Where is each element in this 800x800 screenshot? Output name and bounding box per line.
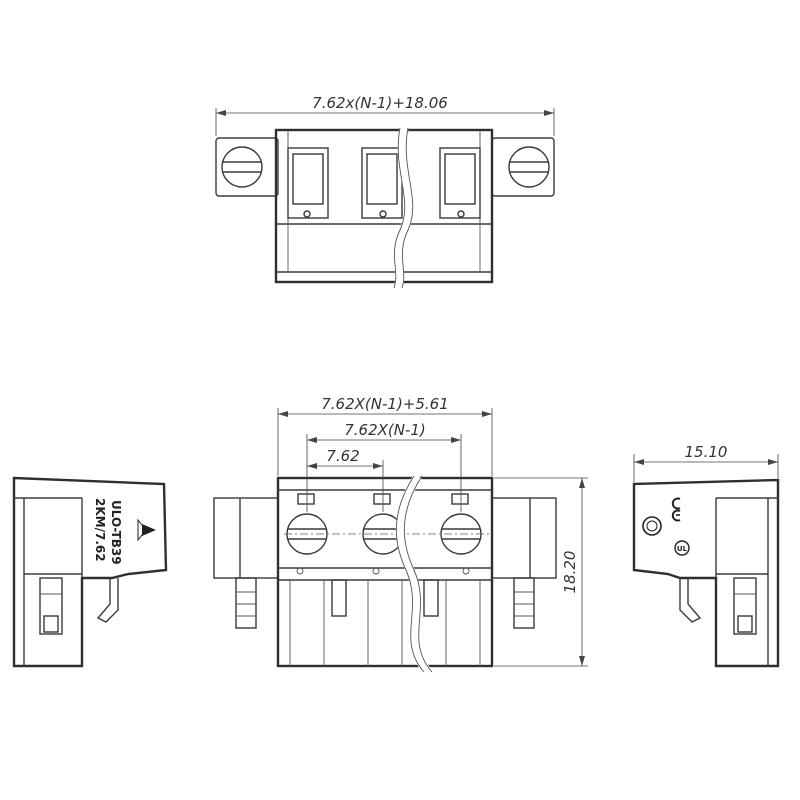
ce-mark-icon [671,497,681,522]
logo-triangle-icon [137,518,156,542]
top-slot-2 [361,147,403,219]
marking-line1: ULO-TB39 [109,500,123,565]
front-pitch-dimension: 7.62 [326,447,359,465]
front-view: 7.62X(N-1)+5.61 7.62X(N-1) 7.62 18.20 [213,395,588,675]
top-slot-1 [287,147,329,219]
front-screw-1 [286,513,328,575]
right-depth-dimension: 15.10 [685,443,728,461]
top-view: 7.62x(N-1)+18.06 [215,94,555,290]
right-side-view: UL 15.10 [632,443,780,668]
round-logo-icon [642,516,662,536]
front-width-dimension: 7.62X(N-1)+5.61 [321,395,449,413]
front-pitch-span-dimension: 7.62X(N-1) [344,421,426,439]
front-screw-3 [440,513,482,575]
top-overall-dimension: 7.62x(N-1)+18.06 [312,94,448,112]
marking-line2: 2KM/7.62 [93,498,107,562]
ul-mark-icon: UL [674,540,690,556]
left-side-view: ULO-TB39 2KM/7.62 [12,476,168,668]
front-height-dimension: 18.20 [561,551,579,594]
svg-text:UL: UL [677,545,688,553]
top-slot-3 [439,147,481,219]
